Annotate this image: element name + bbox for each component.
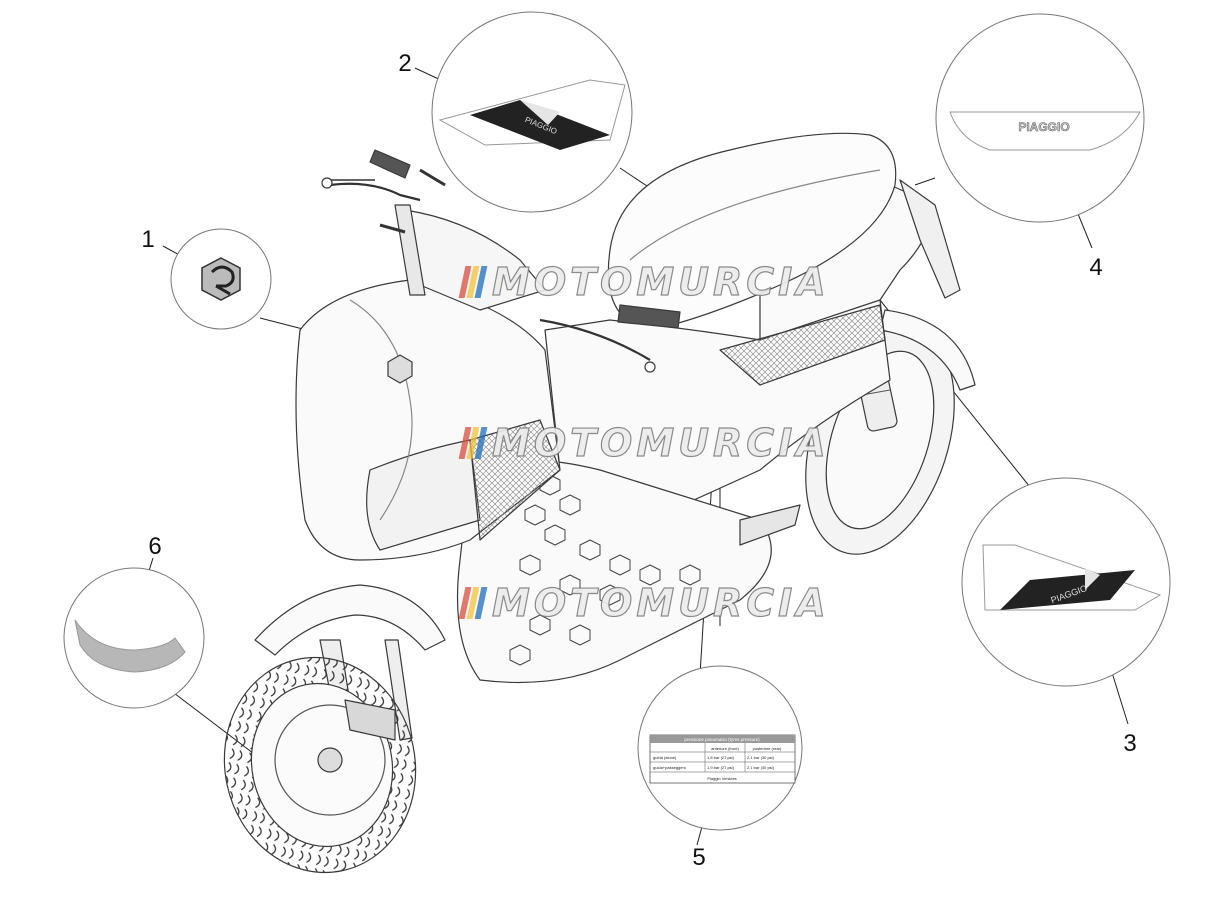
watermark: MOTOMURCIA (458, 420, 830, 466)
detail-4-brand: PIAGGIO (1018, 120, 1069, 134)
tyre-label-col-rear: posteriore (rear) (753, 746, 782, 751)
tyre-label-row1-rear: 2,1 bar (30 psi) (747, 755, 775, 760)
callout-5: 5 (692, 844, 706, 871)
detail-circle-6 (63, 567, 205, 709)
tyre-label-row2: guida+passeggero (653, 765, 687, 770)
tyre-label-col-front: anteriore (front) (711, 746, 739, 751)
callout-4: 4 (1089, 254, 1103, 281)
callout-3: 3 (1123, 730, 1137, 757)
watermark: MOTOMURCIA (458, 580, 830, 626)
tyre-label-row2-front: 1,9 bar (27 psi) (707, 765, 735, 770)
tyre-label-row2-rear: 2,1 bar (30 psi) (747, 765, 775, 770)
watermark-flag-icon (458, 266, 488, 298)
tyre-label-footer: Piaggio Vehicles (707, 776, 736, 781)
tyre-label-title: pressione pneumatici (tyres pressure) (684, 737, 760, 742)
tyre-label-row1: guida (alone) (653, 755, 677, 760)
callout-6: 6 (148, 533, 162, 560)
callout-1: 1 (141, 226, 155, 253)
watermark-flag-icon (458, 427, 488, 459)
watermark-flag-icon (458, 587, 488, 619)
callout-2: 2 (398, 50, 412, 77)
watermark: MOTOMURCIA (458, 259, 830, 305)
detail-circle-4 (935, 13, 1145, 223)
detail-circle-5: pressione pneumatici (tyres pressure) an… (637, 665, 803, 831)
detail-circle-2 (431, 11, 633, 213)
tyre-label-row1-front: 1,8 bar (27 psi) (707, 755, 735, 760)
detail-circle-1 (170, 228, 272, 330)
detail-circle-3 (961, 477, 1171, 687)
